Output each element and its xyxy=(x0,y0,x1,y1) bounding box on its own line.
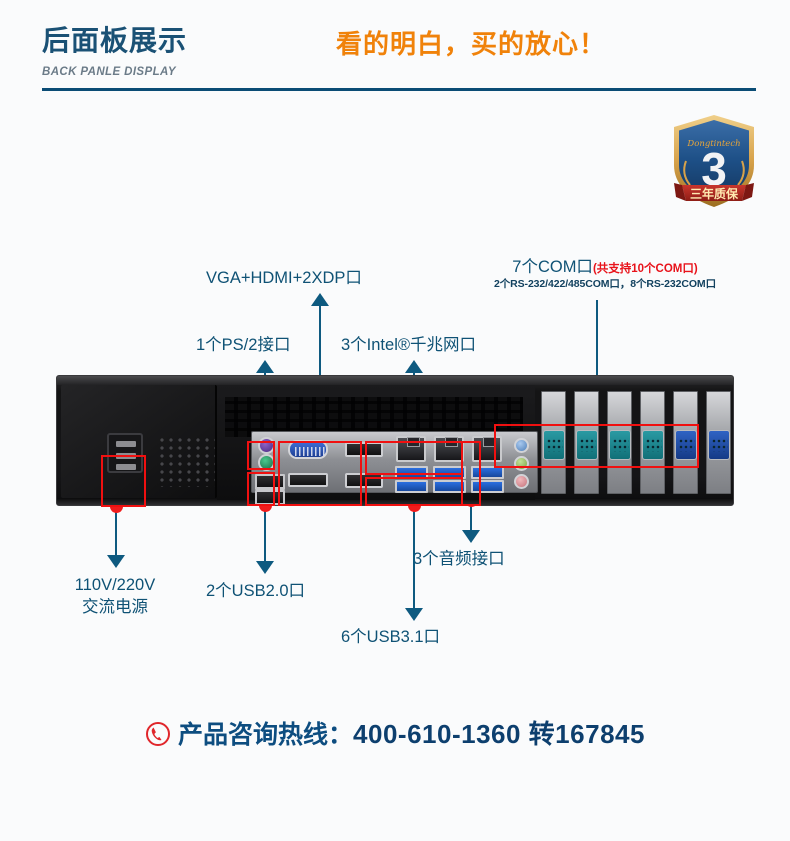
arrow-usb2-down xyxy=(256,561,274,574)
lan-port-3 xyxy=(472,436,502,462)
label-ac-power-line1: 110V/220V xyxy=(74,576,156,594)
expansion-slot-area xyxy=(535,385,733,500)
label-usb3: 6个USB3.1口 xyxy=(341,628,441,646)
label-com-ports: 7个COM口(共支持10个COM口) 2个RS-232/422/485COM口，… xyxy=(470,257,740,291)
highlight-usb3 xyxy=(365,477,463,506)
chassis-bottom-edge xyxy=(57,498,733,505)
highlight-ps2 xyxy=(247,441,275,470)
expansion-slot-6 xyxy=(706,391,731,494)
arrow-audio-down xyxy=(462,530,480,543)
highlight-lan xyxy=(365,441,463,475)
expansion-slot-2 xyxy=(574,391,599,494)
leader-audio xyxy=(470,500,473,532)
leader-ac-power xyxy=(115,505,118,557)
com-port-4 xyxy=(642,430,664,460)
label-ac-power-line2: 交流电源 xyxy=(82,598,148,617)
label-com-red: (共支持10个COM口) xyxy=(592,263,698,275)
warranty-badge: Dongtintech 3 三年质保 xyxy=(668,113,760,211)
arrow-ac-power-down xyxy=(107,555,125,568)
highlight-ac-power xyxy=(101,455,146,507)
arrow-vga-up xyxy=(311,293,329,306)
psu-vent-grill xyxy=(159,437,215,487)
leader-usb2 xyxy=(264,505,267,563)
com-port-6 xyxy=(708,430,730,460)
label-ac-power: 110V/220V 交流电源 xyxy=(60,574,170,619)
chassis-vent-grid xyxy=(225,397,523,437)
chassis-left-panel xyxy=(61,385,217,498)
com-port-2 xyxy=(576,430,598,460)
label-intel-lan-text: 3个Intel®千兆网口 xyxy=(341,336,477,354)
usb31-port-5 xyxy=(433,480,466,493)
com-port-5 xyxy=(675,430,697,460)
label-com-sub: 2个RS-232/422/485COM口，8个RS-232COM口 xyxy=(494,278,716,291)
highlight-com-ports xyxy=(494,424,699,468)
label-ps2: 1个PS/2接口 xyxy=(196,336,291,354)
label-intel-lan: 3个Intel®千兆网口 xyxy=(341,335,476,355)
label-usb2: 2个USB2.0口 xyxy=(206,582,306,600)
hotline-bar: 产品咨询热线：400-610-1360 转167845 xyxy=(0,714,790,754)
highlight-video xyxy=(278,441,362,506)
arrow-ps2-up xyxy=(256,360,274,373)
server-rear-panel-image xyxy=(56,375,734,506)
expansion-slot-1 xyxy=(541,391,566,494)
header-slogan: 看的明白，买的放心！ xyxy=(336,29,607,59)
leader-com xyxy=(596,300,599,426)
badge-ribbon-text: 三年质保 xyxy=(690,186,739,201)
page-title: 后面板展示 xyxy=(42,25,188,56)
chassis-top-edge xyxy=(57,376,733,385)
displayport-2 xyxy=(345,473,383,488)
expansion-slot-3 xyxy=(607,391,632,494)
displayport-1 xyxy=(345,442,383,457)
expansion-slot-5 xyxy=(673,391,698,494)
highlight-audio xyxy=(461,441,481,506)
hotline-number[interactable]: 400-610-1360 转167845 xyxy=(353,719,645,749)
ac-power-socket xyxy=(107,433,143,473)
audio-jack-line-in xyxy=(514,438,529,453)
com-port-3 xyxy=(609,430,631,460)
hotline-prefix: 产品咨询热线： xyxy=(178,721,354,749)
header-divider xyxy=(42,88,756,91)
phone-icon xyxy=(145,721,171,754)
hdmi-port xyxy=(288,473,328,487)
leader-usb3 xyxy=(413,505,416,610)
arrow-lan-up xyxy=(405,360,423,373)
usb31-port-4 xyxy=(395,480,428,493)
usb2-port-stack-1 xyxy=(255,474,285,489)
label-com-main: 7个COM口 xyxy=(512,258,593,276)
arrow-usb3-down xyxy=(405,608,423,621)
badge-brand-text: Dongtintech xyxy=(686,139,740,149)
com-port-1 xyxy=(543,430,565,460)
label-audio: 3个音频接口 xyxy=(413,550,505,568)
label-vga-hdmi-dp: VGA+HDMI+2XDP口 xyxy=(206,269,362,287)
page-subtitle: BACK PANLE DISPLAY xyxy=(42,66,176,78)
highlight-usb2 xyxy=(247,472,275,506)
audio-jack-mic xyxy=(514,474,529,489)
expansion-slot-4 xyxy=(640,391,665,494)
